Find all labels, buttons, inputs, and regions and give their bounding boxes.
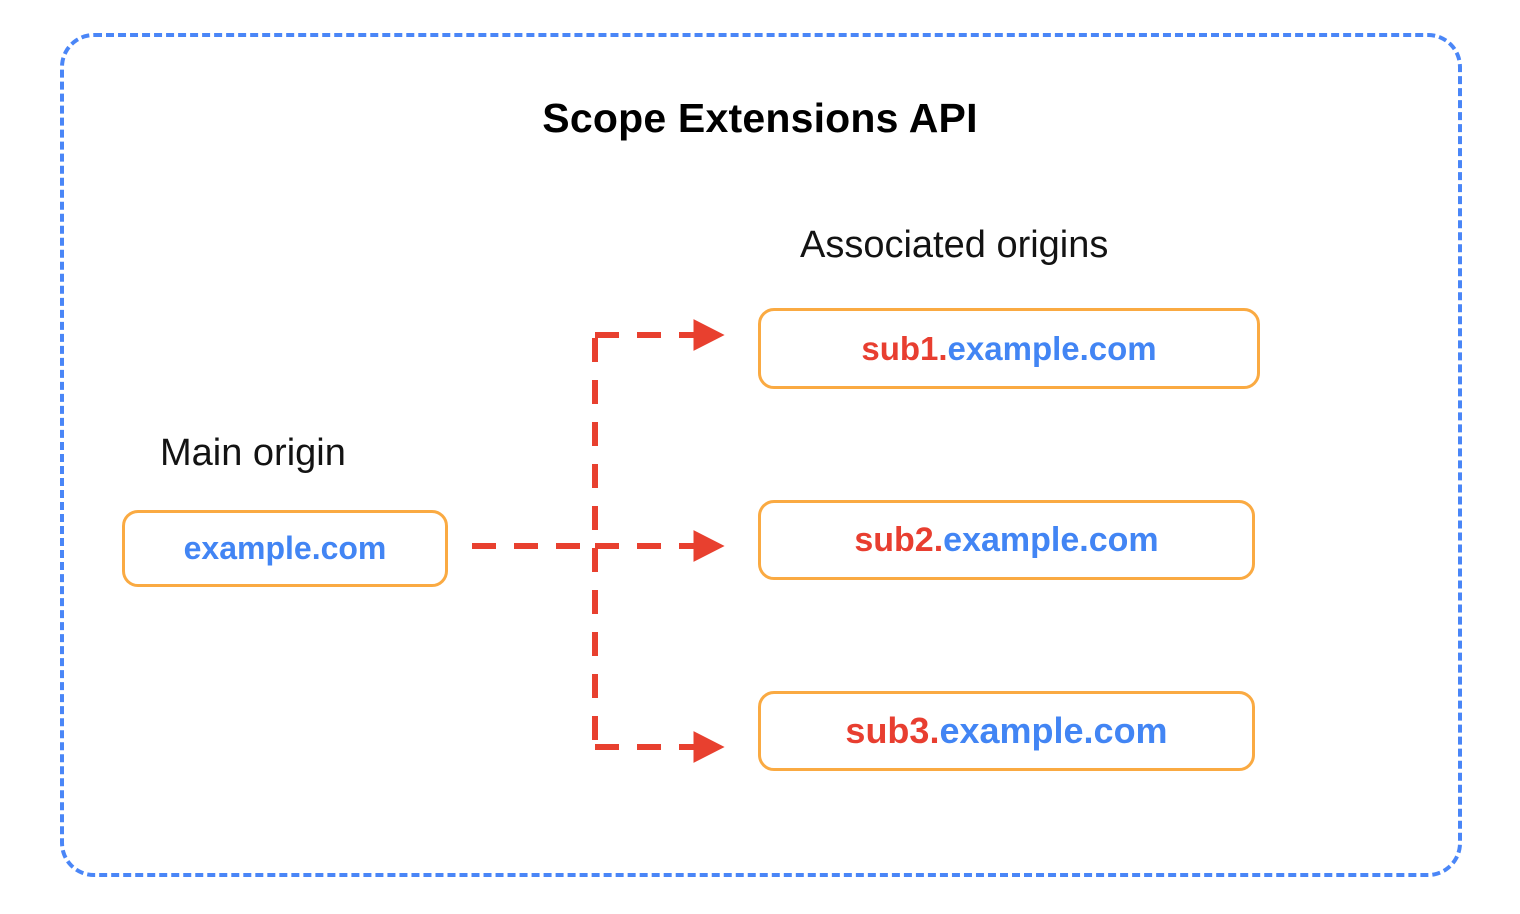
- associated-origin-box-sub2[interactable]: sub2.example.com: [758, 500, 1255, 580]
- main-origin-label: Main origin: [160, 432, 346, 474]
- main-origin-box[interactable]: example.com: [122, 510, 448, 587]
- associated-origin-box-sub3[interactable]: sub3.example.com: [758, 691, 1255, 771]
- associated-origin-subdomain-sub1: sub1.: [861, 329, 948, 367]
- associated-origin-domain-sub3: example.com: [939, 710, 1168, 751]
- associated-origin-domain-sub1: example.com: [947, 329, 1157, 367]
- associated-origin-subdomain-sub2: sub2.: [854, 520, 944, 559]
- scope-extensions-frame: [60, 33, 1462, 877]
- associated-origins-label: Associated origins: [800, 224, 1109, 266]
- associated-origin-domain-sub2: example.com: [943, 520, 1159, 559]
- page-title: Scope Extensions API: [542, 95, 978, 141]
- associated-origin-box-sub1[interactable]: sub1.example.com: [758, 308, 1260, 389]
- associated-origin-subdomain-sub3: sub3.: [845, 710, 940, 751]
- main-origin-domain: example.com: [183, 530, 387, 566]
